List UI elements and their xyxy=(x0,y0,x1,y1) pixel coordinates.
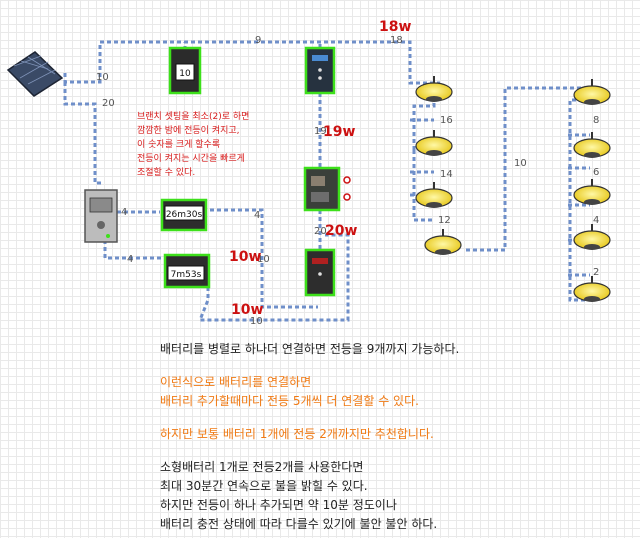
wire-label-ctrl-right: 4 xyxy=(254,210,261,221)
watt-label-lower: 20w xyxy=(325,223,358,239)
text-line-8: 배터리 충전 상태에 따라 다를수 있기에 불안 불안 하다. xyxy=(160,517,438,531)
battery-top[interactable] xyxy=(304,46,336,95)
explanation-text: 배터리를 병렬로 하나더 연결하면 전등을 9개까지 가능하다. 이런식으로 배… xyxy=(160,340,630,534)
wire-label-bottom: 10 xyxy=(250,316,263,327)
wire-label-top-right: 18 xyxy=(390,35,403,46)
wire-label-ctrl-bottom-left: 4 xyxy=(127,254,134,265)
watt-label-bottom: 10w xyxy=(231,302,264,318)
watt-label-top: 18w xyxy=(379,19,412,35)
wire-label-lamp-left-2: 14 xyxy=(440,169,453,180)
wire-label-top-left: 9 xyxy=(255,35,262,46)
wire-label-lamp-right-1: 8 xyxy=(593,115,600,126)
sensor-note-line: 이 숫자를 크게 할수록 xyxy=(137,140,221,150)
text-line-1: 배터리를 병렬로 하나더 연결하면 전등을 9개까지 가능하다. xyxy=(160,342,460,356)
wire-label-lamp-right-4: 2 xyxy=(593,267,600,278)
timer-a[interactable]: 26m30s xyxy=(160,198,208,232)
watt-label-left: 10w xyxy=(229,249,262,265)
sensor-note-line: 조절할 수 있다. xyxy=(137,168,196,178)
lamp-left-2 xyxy=(415,130,453,156)
text-line-4: 하지만 보통 배터리 1개에 전등 2개까지만 추천합니다. xyxy=(160,427,434,441)
control-box[interactable] xyxy=(84,189,118,243)
wire-label-bat-col: 10 xyxy=(257,254,270,265)
battery-bottom[interactable] xyxy=(304,248,336,297)
wire-label-lamp-right-3: 4 xyxy=(593,215,600,226)
wire-label-lamps-center: 10 xyxy=(514,158,527,169)
light-sensor-block[interactable]: 10 xyxy=(168,46,202,95)
wire-label-lamp-left-3: 12 xyxy=(438,215,451,226)
sensor-note-line: 깜깜한 밤에 전등이 켜지고, xyxy=(137,126,240,136)
lamp-left-1 xyxy=(415,76,453,102)
lamp-right-5 xyxy=(573,276,611,302)
lamp-right-4 xyxy=(573,224,611,250)
solar-panel-icon xyxy=(6,51,64,97)
lamp-left-3 xyxy=(415,182,453,208)
wire-label-lamp-left-1: 16 xyxy=(440,115,453,126)
sensor-note-line: 브랜치 셋팅을 최소(2)로 하면 xyxy=(137,112,250,122)
sensor-note-line: 전등이 켜지는 시간을 빠르게 xyxy=(137,154,245,164)
wire-label-ctrl-mid: 19 xyxy=(314,126,327,137)
timer-b[interactable]: 7m53s xyxy=(163,253,211,289)
sensor-value: 10 xyxy=(179,69,191,79)
text-line-7: 하지만 전등이 하나 추가되면 약 10분 정도이나 xyxy=(160,498,397,512)
charge-controller[interactable] xyxy=(303,166,351,212)
lamp-left-4 xyxy=(424,229,462,255)
sensor-note: 브랜치 셋팅을 최소(2)로 하면 깜깜한 밤에 전등이 켜지고, 이 숫자를 … xyxy=(137,110,277,180)
text-line-3: 배터리 추가할때마다 전등 5개씩 더 연결할 수 있다. xyxy=(160,394,419,408)
text-line-2: 이런식으로 배터리를 연결하면 xyxy=(160,375,312,389)
wire-label-lamp-right-2: 6 xyxy=(593,167,600,178)
timer-b-value: 7m53s xyxy=(171,270,202,280)
watt-label-middle: 19w xyxy=(323,124,356,140)
text-line-5: 소형배터리 1개로 전등2개를 사용한다면 xyxy=(160,460,364,474)
timer-a-value: 26m30s xyxy=(166,210,203,220)
wire-label-ctrl-top-left: 4 xyxy=(121,207,128,218)
wire-label-panel-b: 20 xyxy=(102,98,115,109)
wire-label-ctrl-low: 20 xyxy=(314,226,327,237)
lamp-right-3 xyxy=(573,179,611,205)
wire-label-panel-a: 10 xyxy=(96,72,109,83)
text-line-6: 최대 30분간 연속으로 불을 밝힐 수 있다. xyxy=(160,479,368,493)
lamp-right-2 xyxy=(573,132,611,158)
lamp-right-1 xyxy=(573,79,611,105)
